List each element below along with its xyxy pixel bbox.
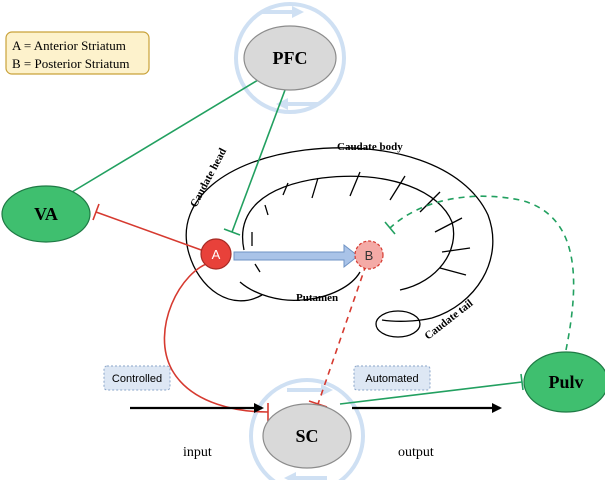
a-inhibition-bar — [223, 228, 241, 236]
sc-node: SC — [262, 403, 352, 469]
legend: A = Anterior Striatum B = Posterior Stri… — [5, 31, 150, 75]
green-connections — [71, 65, 575, 405]
b-dashed-inhibition-bar — [384, 221, 396, 235]
pulv-node: Pulv — [523, 351, 605, 413]
pulv-label: Pulv — [548, 372, 583, 392]
a-to-va-line — [95, 211, 205, 252]
sc-to-pulv-line — [339, 381, 523, 405]
automated-label: Automated — [365, 373, 418, 385]
legend-line-a: A = Anterior Striatum — [12, 38, 126, 53]
striatum-outline — [185, 147, 494, 338]
controlled-box: Controlled — [103, 365, 171, 391]
output-label: output — [398, 445, 434, 460]
pfc-label: PFC — [273, 48, 308, 68]
putamen-label: Putamen — [296, 292, 338, 304]
va-to-pfc-line — [71, 73, 269, 193]
pfc-node: PFC — [243, 25, 337, 91]
caudate-tail-label: Caudate tail — [422, 297, 475, 342]
caudate-body-label: Caudate body — [337, 141, 403, 153]
a-to-sc-curve — [163, 261, 269, 413]
b-label: B — [365, 248, 374, 263]
b-to-sc-dashed-line — [317, 264, 367, 405]
sc-label: SC — [295, 426, 318, 446]
automated-box: Automated — [353, 365, 431, 391]
legend-line-b: B = Posterior Striatum — [12, 56, 129, 71]
a-node: A — [200, 238, 232, 270]
flow-arrows: input output — [130, 403, 502, 460]
va-node: VA — [1, 185, 91, 243]
va-inhibition-bar — [92, 203, 100, 221]
legend-box — [5, 31, 150, 75]
pfc-cycle-ring — [234, 2, 346, 114]
controlled-label: Controlled — [112, 373, 162, 385]
caudate-head-label: Caudate head — [188, 146, 229, 209]
a-to-b-arrow — [233, 243, 359, 269]
pulv-inhibition-bar — [520, 373, 524, 391]
pfc-to-a-line — [231, 81, 289, 233]
input-label: input — [183, 445, 212, 460]
va-label: VA — [34, 204, 58, 224]
sc-cycle-ring — [249, 378, 365, 480]
a-label: A — [212, 247, 221, 262]
b-node: B — [354, 240, 384, 270]
pulv-to-b-dashed-line — [389, 195, 575, 351]
